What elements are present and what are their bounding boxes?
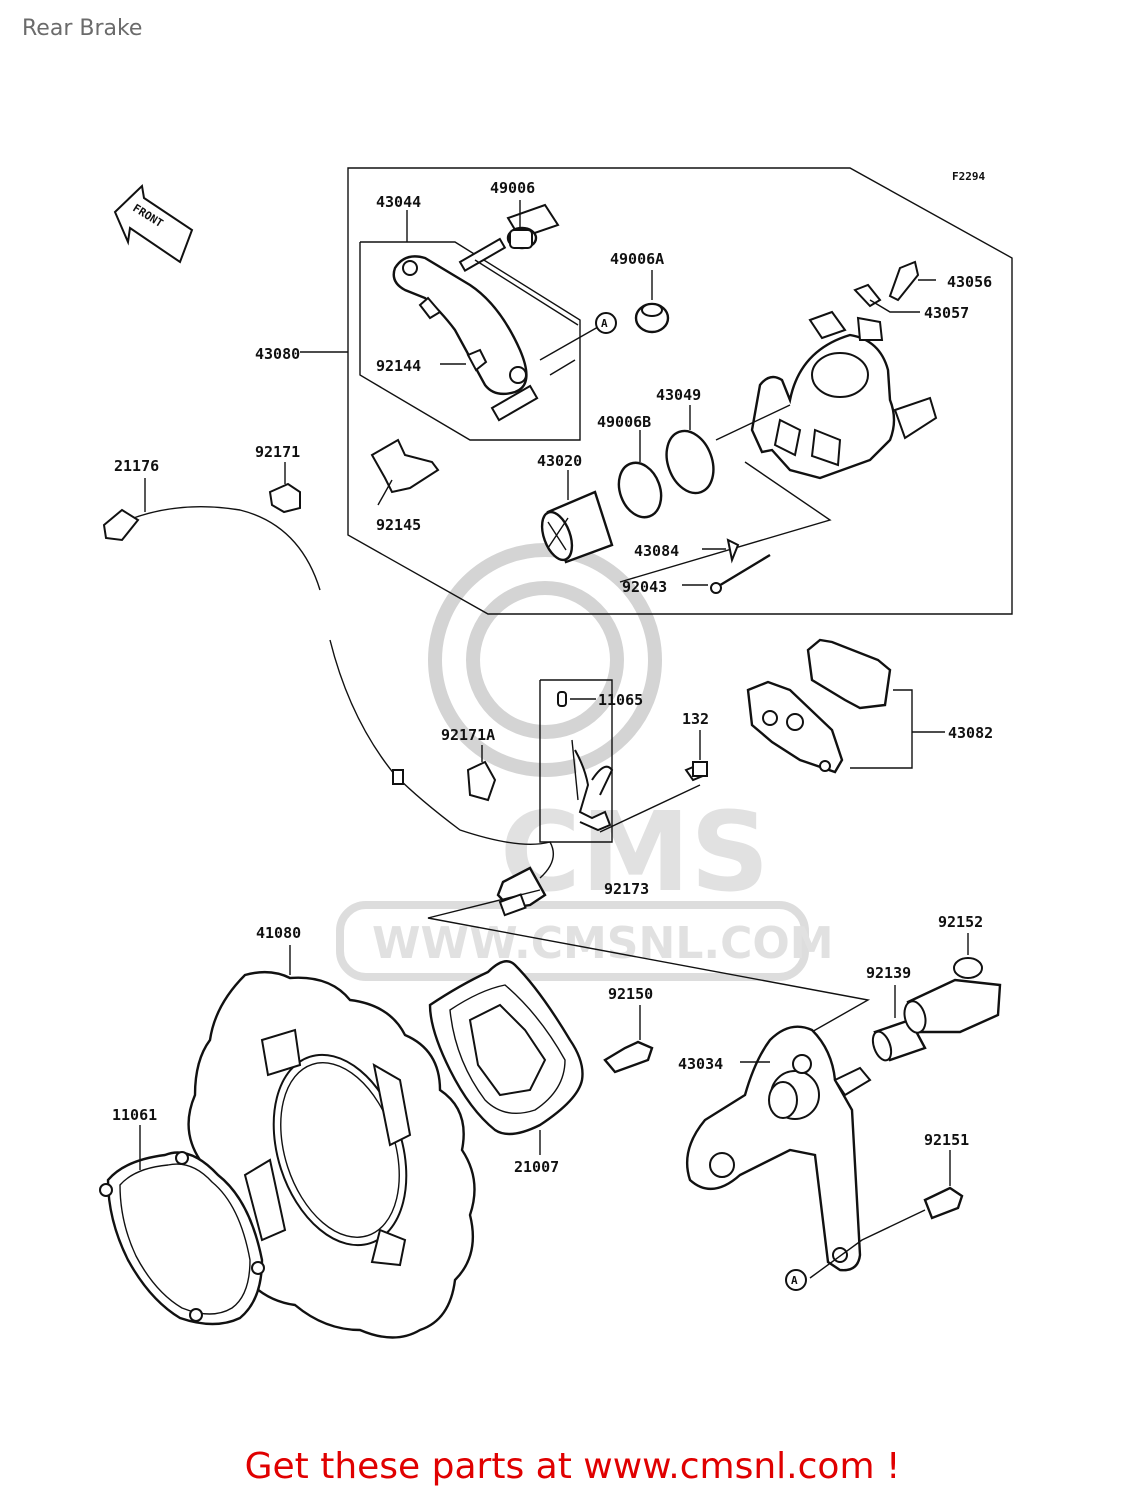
watermark-url-text: WWW.CMSNL.COM [372, 918, 834, 969]
sensor-mount-leader [427, 889, 871, 1051]
part-label-92139[interactable]: 92139 [866, 964, 911, 982]
footer-link[interactable]: Get these parts at www.cmsnl.com ! [244, 1446, 901, 1487]
caliper-pin-leader [619, 461, 832, 583]
gasket-11061 [99, 1125, 265, 1326]
sensor-bracket-92173 [571, 739, 614, 832]
page-title: Rear Brake [22, 16, 143, 41]
part-label-43034[interactable]: 43034 [678, 1055, 723, 1073]
front-direction-arrow: FRONT [113, 183, 194, 264]
part-label-43057[interactable]: 43057 [924, 304, 969, 322]
collar-92152 [903, 933, 1002, 1034]
sensor-rotor-21007 [428, 960, 584, 1155]
caliper-assembly-outline [347, 167, 1013, 615]
part-label-43084[interactable]: 43084 [634, 542, 679, 560]
part-label-11065[interactable]: 11065 [598, 691, 643, 709]
svg-text:A: A [791, 1274, 798, 1287]
bleed-valve-43056 [888, 260, 936, 302]
part-label-92151[interactable]: 92151 [924, 1131, 969, 1149]
part-label-49006[interactable]: 49006 [490, 179, 535, 197]
caliper-holder-43034 [686, 1025, 872, 1272]
bolt-132 [599, 730, 708, 833]
watermark-logo: CMS WWW.CMSNL.COM [336, 543, 834, 981]
figure-code: F2294 [952, 170, 985, 183]
part-label-49006A[interactable]: 49006A [610, 250, 664, 268]
sensor-bracket-group-outline [539, 679, 613, 843]
part-label-43049[interactable]: 43049 [656, 386, 701, 404]
clip-92144 [440, 348, 488, 372]
bolt-92150 [603, 1005, 654, 1074]
clamp-92171 [268, 462, 301, 514]
bolt-92151 [809, 1150, 964, 1279]
part-label-49006B[interactable]: 49006B [597, 413, 651, 431]
dust-seal-49006B [617, 430, 663, 519]
part-label-92145[interactable]: 92145 [376, 516, 421, 534]
part-label-92144[interactable]: 92144 [376, 357, 421, 375]
cap-43057 [853, 283, 920, 313]
part-label-92171A[interactable]: 92171A [441, 726, 495, 744]
part-label-43056[interactable]: 43056 [947, 273, 992, 291]
caliper-bracket-43044 [392, 255, 528, 396]
part-label-43020[interactable]: 43020 [537, 452, 582, 470]
part-label-92173[interactable]: 92173 [604, 880, 649, 898]
bracket-group-outline [359, 241, 581, 441]
ref-mark-a-bottom: A [785, 1269, 807, 1291]
part-label-43082[interactable]: 43082 [948, 724, 993, 742]
clamp-92171A [466, 745, 497, 802]
part-label-21007[interactable]: 21007 [514, 1158, 559, 1176]
piston-seal-43049 [665, 404, 791, 495]
retaining-clip-43084 [702, 538, 740, 564]
part-label-132[interactable]: 132 [682, 710, 709, 728]
boot-49006 [506, 200, 538, 250]
brake-pad-43082 [746, 638, 945, 774]
pad-spring-92145 [370, 438, 440, 494]
part-label-43044[interactable]: 43044 [376, 193, 421, 211]
collar-92139 [871, 985, 927, 1062]
part-label-41080[interactable]: 41080 [256, 924, 301, 942]
piston-43020 [540, 470, 614, 564]
part-label-92152[interactable]: 92152 [938, 913, 983, 931]
part-label-11061[interactable]: 11061 [112, 1106, 157, 1124]
part-label-92171[interactable]: 92171 [255, 443, 300, 461]
caliper-body-43080 [750, 310, 938, 480]
part-label-43080[interactable]: 43080 [255, 345, 300, 363]
ref-mark-a-top: A [595, 312, 617, 334]
grommet-11065 [557, 691, 596, 707]
svg-text:A: A [601, 317, 608, 330]
boot-49006A [634, 270, 670, 334]
leader-92145 [377, 479, 393, 506]
part-label-92043[interactable]: 92043 [622, 578, 667, 596]
pad-pin-92043 [682, 553, 771, 594]
abs-sensor-cable-21176 [102, 478, 554, 879]
part-label-21176[interactable]: 21176 [114, 457, 159, 475]
part-label-92150[interactable]: 92150 [608, 985, 653, 1003]
